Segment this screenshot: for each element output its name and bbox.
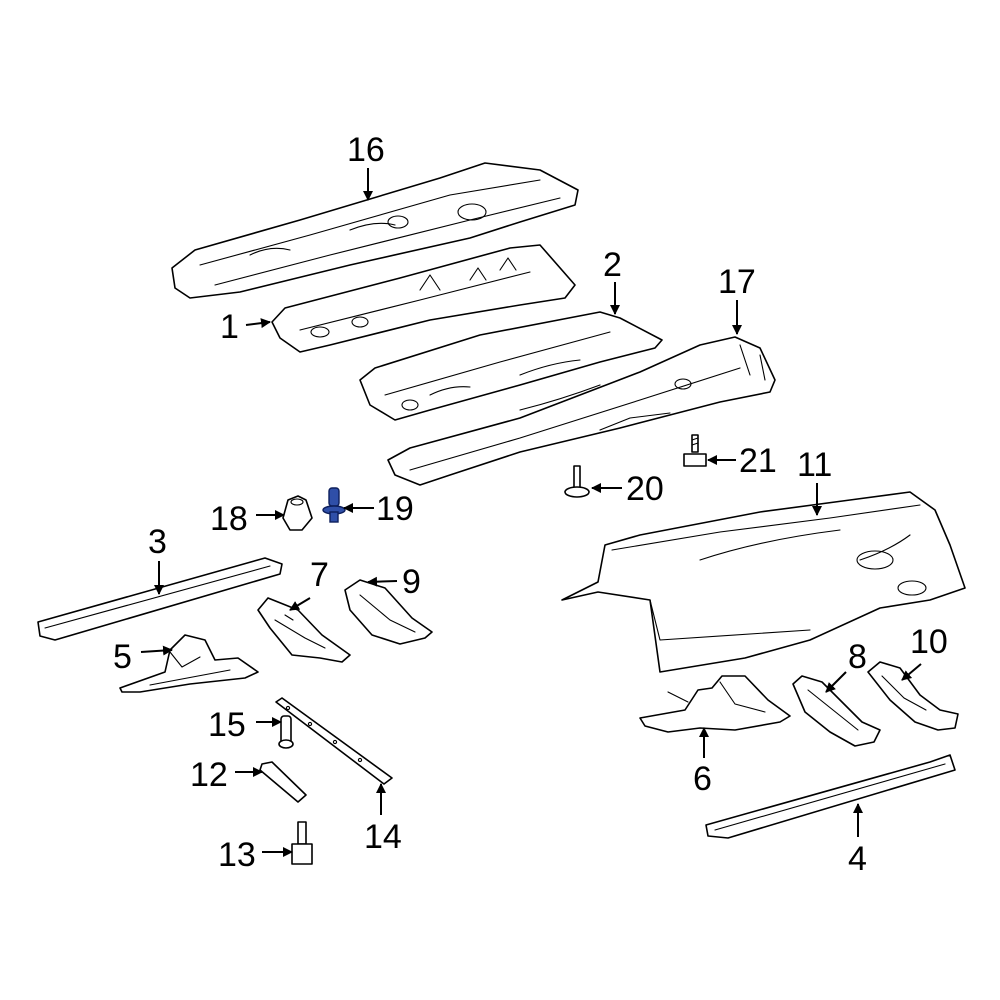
callout-14: 14 (364, 818, 402, 856)
part-14-strap[interactable] (275, 697, 393, 785)
part-17-floor-panel-main[interactable] (387, 336, 776, 486)
part-6-bracket[interactable] (639, 675, 791, 733)
callout-13: 13 (218, 836, 256, 874)
part-8-bracket[interactable] (792, 675, 881, 747)
part-4-sill-rail[interactable] (705, 754, 956, 839)
leader-9 (367, 576, 398, 587)
part-20-stud[interactable] (564, 465, 590, 498)
part-13-bolt[interactable] (291, 821, 313, 865)
leader-10 (901, 663, 922, 681)
callout-8: 8 (848, 638, 867, 676)
part-5-bracket[interactable] (119, 634, 259, 693)
part-1-floor-panel[interactable] (271, 244, 576, 353)
part-3-sill-rail[interactable] (37, 557, 283, 641)
callout-10: 10 (910, 623, 948, 661)
part-18-nut[interactable] (282, 495, 313, 531)
part-15-bolt[interactable] (278, 715, 294, 749)
part-10-bracket[interactable] (867, 661, 959, 731)
part-2-floor-panel[interactable] (359, 311, 663, 421)
callout-6: 6 (693, 760, 712, 798)
part-12-plate[interactable] (259, 761, 307, 803)
part-16-floor-pan-upper[interactable] (171, 162, 579, 299)
callout-11: 11 (797, 446, 832, 484)
part-21-bolt[interactable] (683, 434, 707, 467)
callout-17: 17 (718, 263, 756, 301)
leader-7 (289, 597, 311, 611)
part-19-push-clip[interactable] (322, 487, 346, 523)
callout-1: 1 (220, 308, 239, 346)
callout-12: 12 (190, 756, 228, 794)
leader-5 (140, 645, 173, 656)
callout-16: 16 (347, 131, 385, 169)
callout-9: 9 (402, 563, 421, 601)
callout-19: 19 (376, 490, 414, 528)
callout-15: 15 (208, 706, 246, 744)
callout-18: 18 (210, 500, 248, 538)
callout-2: 2 (603, 246, 622, 284)
callout-4: 4 (848, 840, 867, 878)
callout-3: 3 (148, 523, 167, 561)
leader-8 (825, 671, 847, 693)
part-11-floor-assembly[interactable] (561, 491, 966, 673)
callout-21: 21 (739, 442, 777, 480)
leader-1 (245, 318, 271, 329)
callout-5: 5 (113, 638, 132, 676)
callout-7: 7 (310, 556, 329, 594)
part-7-bracket[interactable] (257, 597, 351, 663)
callout-20: 20 (626, 470, 664, 508)
